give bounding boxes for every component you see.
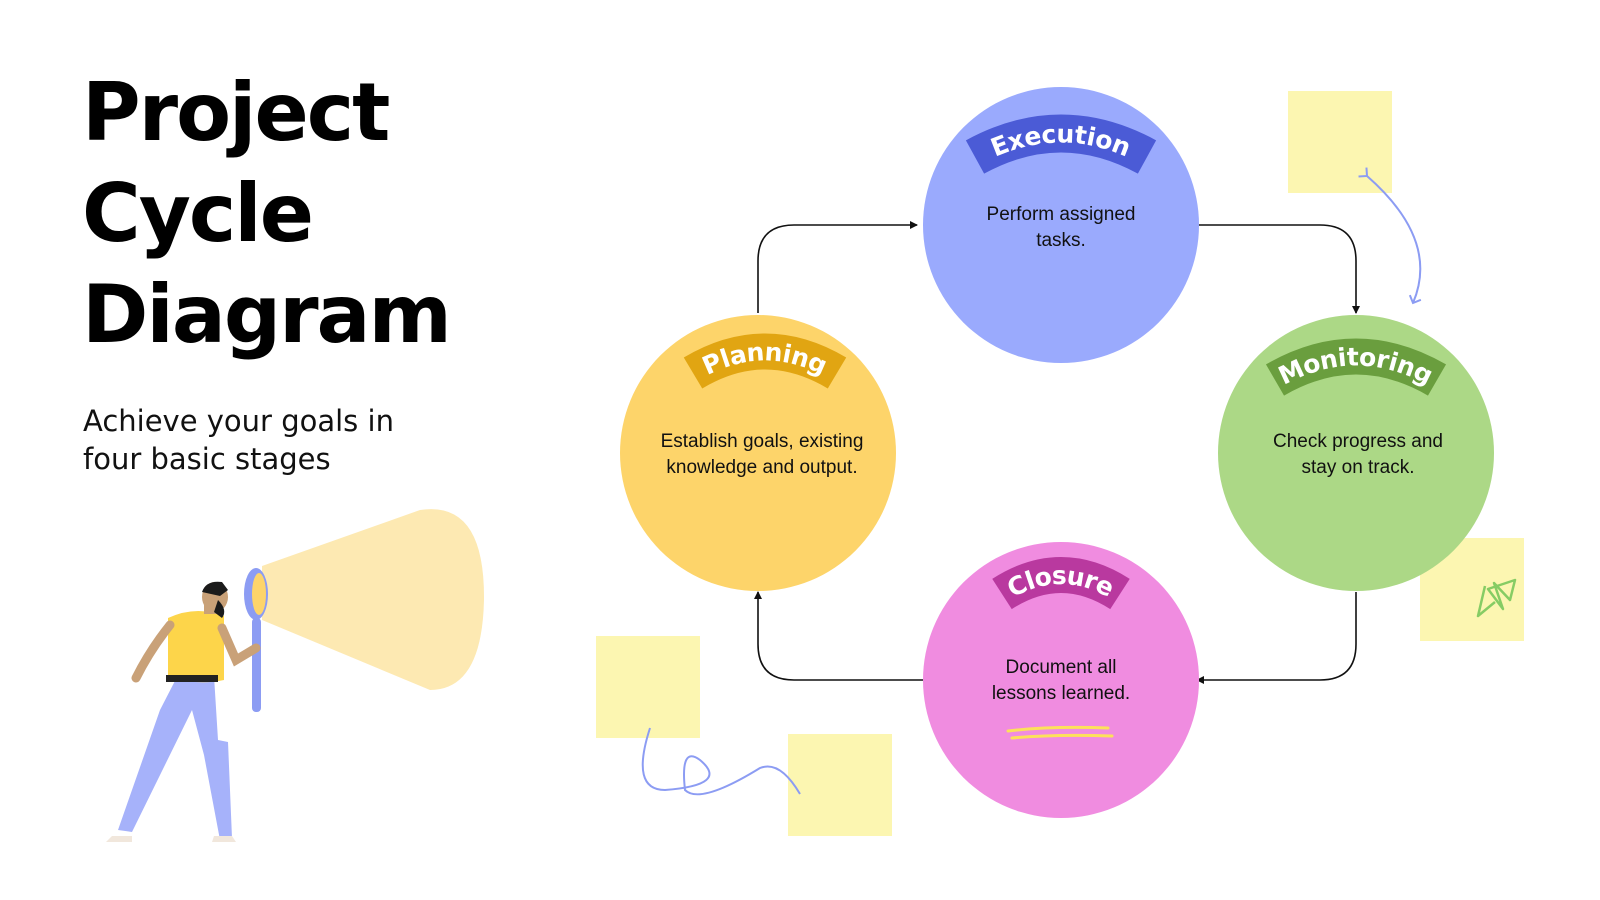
execution-badge: [965, 114, 1157, 174]
stage-closure: Closure Document all lessons learned.: [923, 542, 1199, 818]
light-beam: [262, 509, 485, 690]
page-title: Project Cycle Diagram: [82, 62, 452, 365]
execution-desc-line: tasks.: [1036, 230, 1086, 251]
scribble-doodle: [641, 727, 801, 796]
planning-desc-line: knowledge and output.: [666, 457, 857, 478]
subtitle-line: four basic stages: [83, 442, 331, 476]
arrow-execution-to-monitoring: [1197, 224, 1360, 314]
monitoring-desc-line: stay on track.: [1302, 457, 1415, 478]
title-line: Cycle: [82, 167, 314, 260]
arrow-planning-to-execution: [757, 221, 918, 313]
stage-monitoring: Monitoring Check progress and stay on tr…: [1218, 315, 1494, 591]
stage-execution: Execution Perform assigned tasks.: [923, 87, 1199, 363]
sticky-note: [1288, 91, 1392, 193]
planning-badge: [683, 333, 847, 389]
execution-desc-line: Perform assigned: [987, 204, 1136, 225]
closure-desc-line: lessons learned.: [992, 683, 1130, 704]
decorations: [596, 91, 1524, 836]
double-arrow-doodle: [1358, 167, 1422, 305]
flashlight-handle: [252, 618, 261, 712]
closure-desc-line: Document all: [1006, 657, 1117, 678]
closure-badge: [992, 557, 1130, 610]
sticky-note: [596, 636, 700, 738]
title-line: Project: [82, 66, 390, 159]
subtitle-line: Achieve your goals in: [83, 404, 394, 438]
underline-doodle: [1006, 725, 1114, 740]
person-shirt: [168, 610, 224, 683]
person-legs: [118, 675, 232, 840]
subtitle: Achieve your goals in four basic stages: [83, 402, 394, 478]
arrow-monitoring-to-closure: [1196, 592, 1357, 684]
monitoring-badge: [1265, 338, 1447, 396]
flashlight-person-illustration: [106, 509, 485, 842]
sticky-note: [788, 734, 892, 836]
monitoring-desc-line: Check progress and: [1273, 431, 1443, 452]
cycle-arrows: [754, 221, 1360, 684]
stage-planning: Planning Establish goals, existing knowl…: [620, 315, 896, 591]
closure-circle: [923, 542, 1199, 818]
arrow-closure-to-planning: [754, 591, 925, 681]
title-line: Diagram: [82, 268, 452, 361]
planning-desc-line: Establish goals, existing: [661, 431, 864, 452]
star-doodle: [1476, 578, 1517, 618]
